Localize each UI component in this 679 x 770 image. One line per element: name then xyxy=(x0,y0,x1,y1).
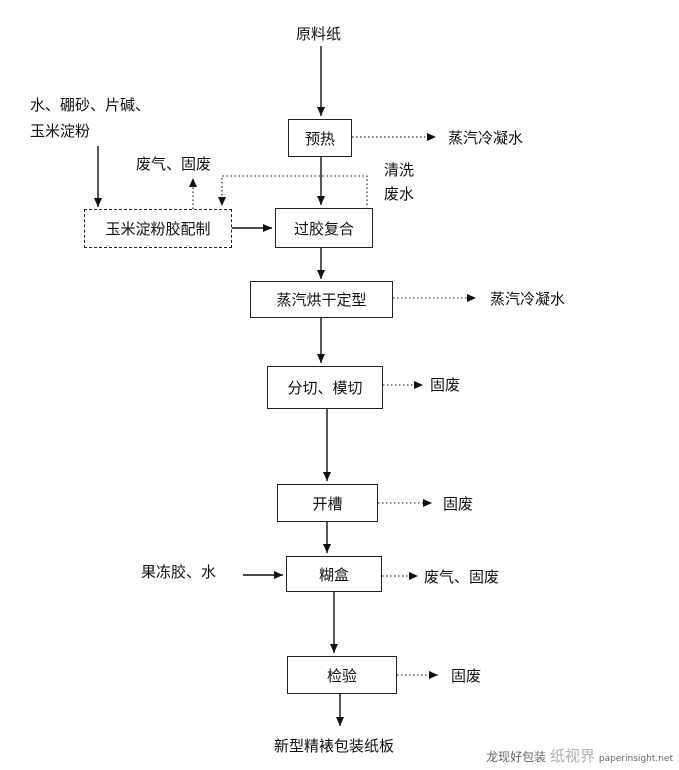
watermark-brand: 纸视界 xyxy=(550,747,596,765)
output-gas-solid-waste-2: 废气、固废 xyxy=(424,568,500,586)
output-wash-line1: 清洗 xyxy=(384,161,415,179)
output-solid-waste-slot: 固废 xyxy=(443,495,474,513)
step-glue-box: 糊盒 xyxy=(286,556,382,592)
watermark: 龙现好包装 纸视界 paperinsight.net xyxy=(486,745,673,766)
watermark-account: 龙现好包装 xyxy=(486,750,547,764)
step-steam-dry: 蒸汽烘干定型 xyxy=(250,281,393,318)
output-condensate-1: 蒸汽冷凝水 xyxy=(448,129,524,147)
dotted-wash-water-return xyxy=(218,175,368,206)
step-cut: 分切、模切 xyxy=(267,366,383,409)
output-wash-line2: 废水 xyxy=(384,185,415,203)
step-inspect: 检验 xyxy=(287,656,397,694)
step-slot: 开槽 xyxy=(277,484,378,522)
output-solid-waste-cut: 固废 xyxy=(430,376,461,394)
watermark-url: paperinsight.net xyxy=(598,754,673,764)
output-solid-waste-inspect: 固废 xyxy=(451,667,482,685)
output-gas-solid-waste-1: 废气、固废 xyxy=(136,155,212,173)
input-jelly-glue: 果冻胶、水 xyxy=(141,563,217,581)
step-laminate: 过胶复合 xyxy=(275,208,373,248)
step-starch-glue: 玉米淀粉胶配制 xyxy=(84,209,232,248)
step-preheat: 预热 xyxy=(288,119,352,157)
output-condensate-2: 蒸汽冷凝水 xyxy=(490,290,566,308)
final-product: 新型精裱包装纸板 xyxy=(274,737,395,755)
input-additives-line2: 玉米淀粉 xyxy=(30,122,91,140)
input-additives-line1: 水、硼砂、片碱、 xyxy=(30,96,151,114)
input-raw-paper: 原料纸 xyxy=(296,25,342,43)
